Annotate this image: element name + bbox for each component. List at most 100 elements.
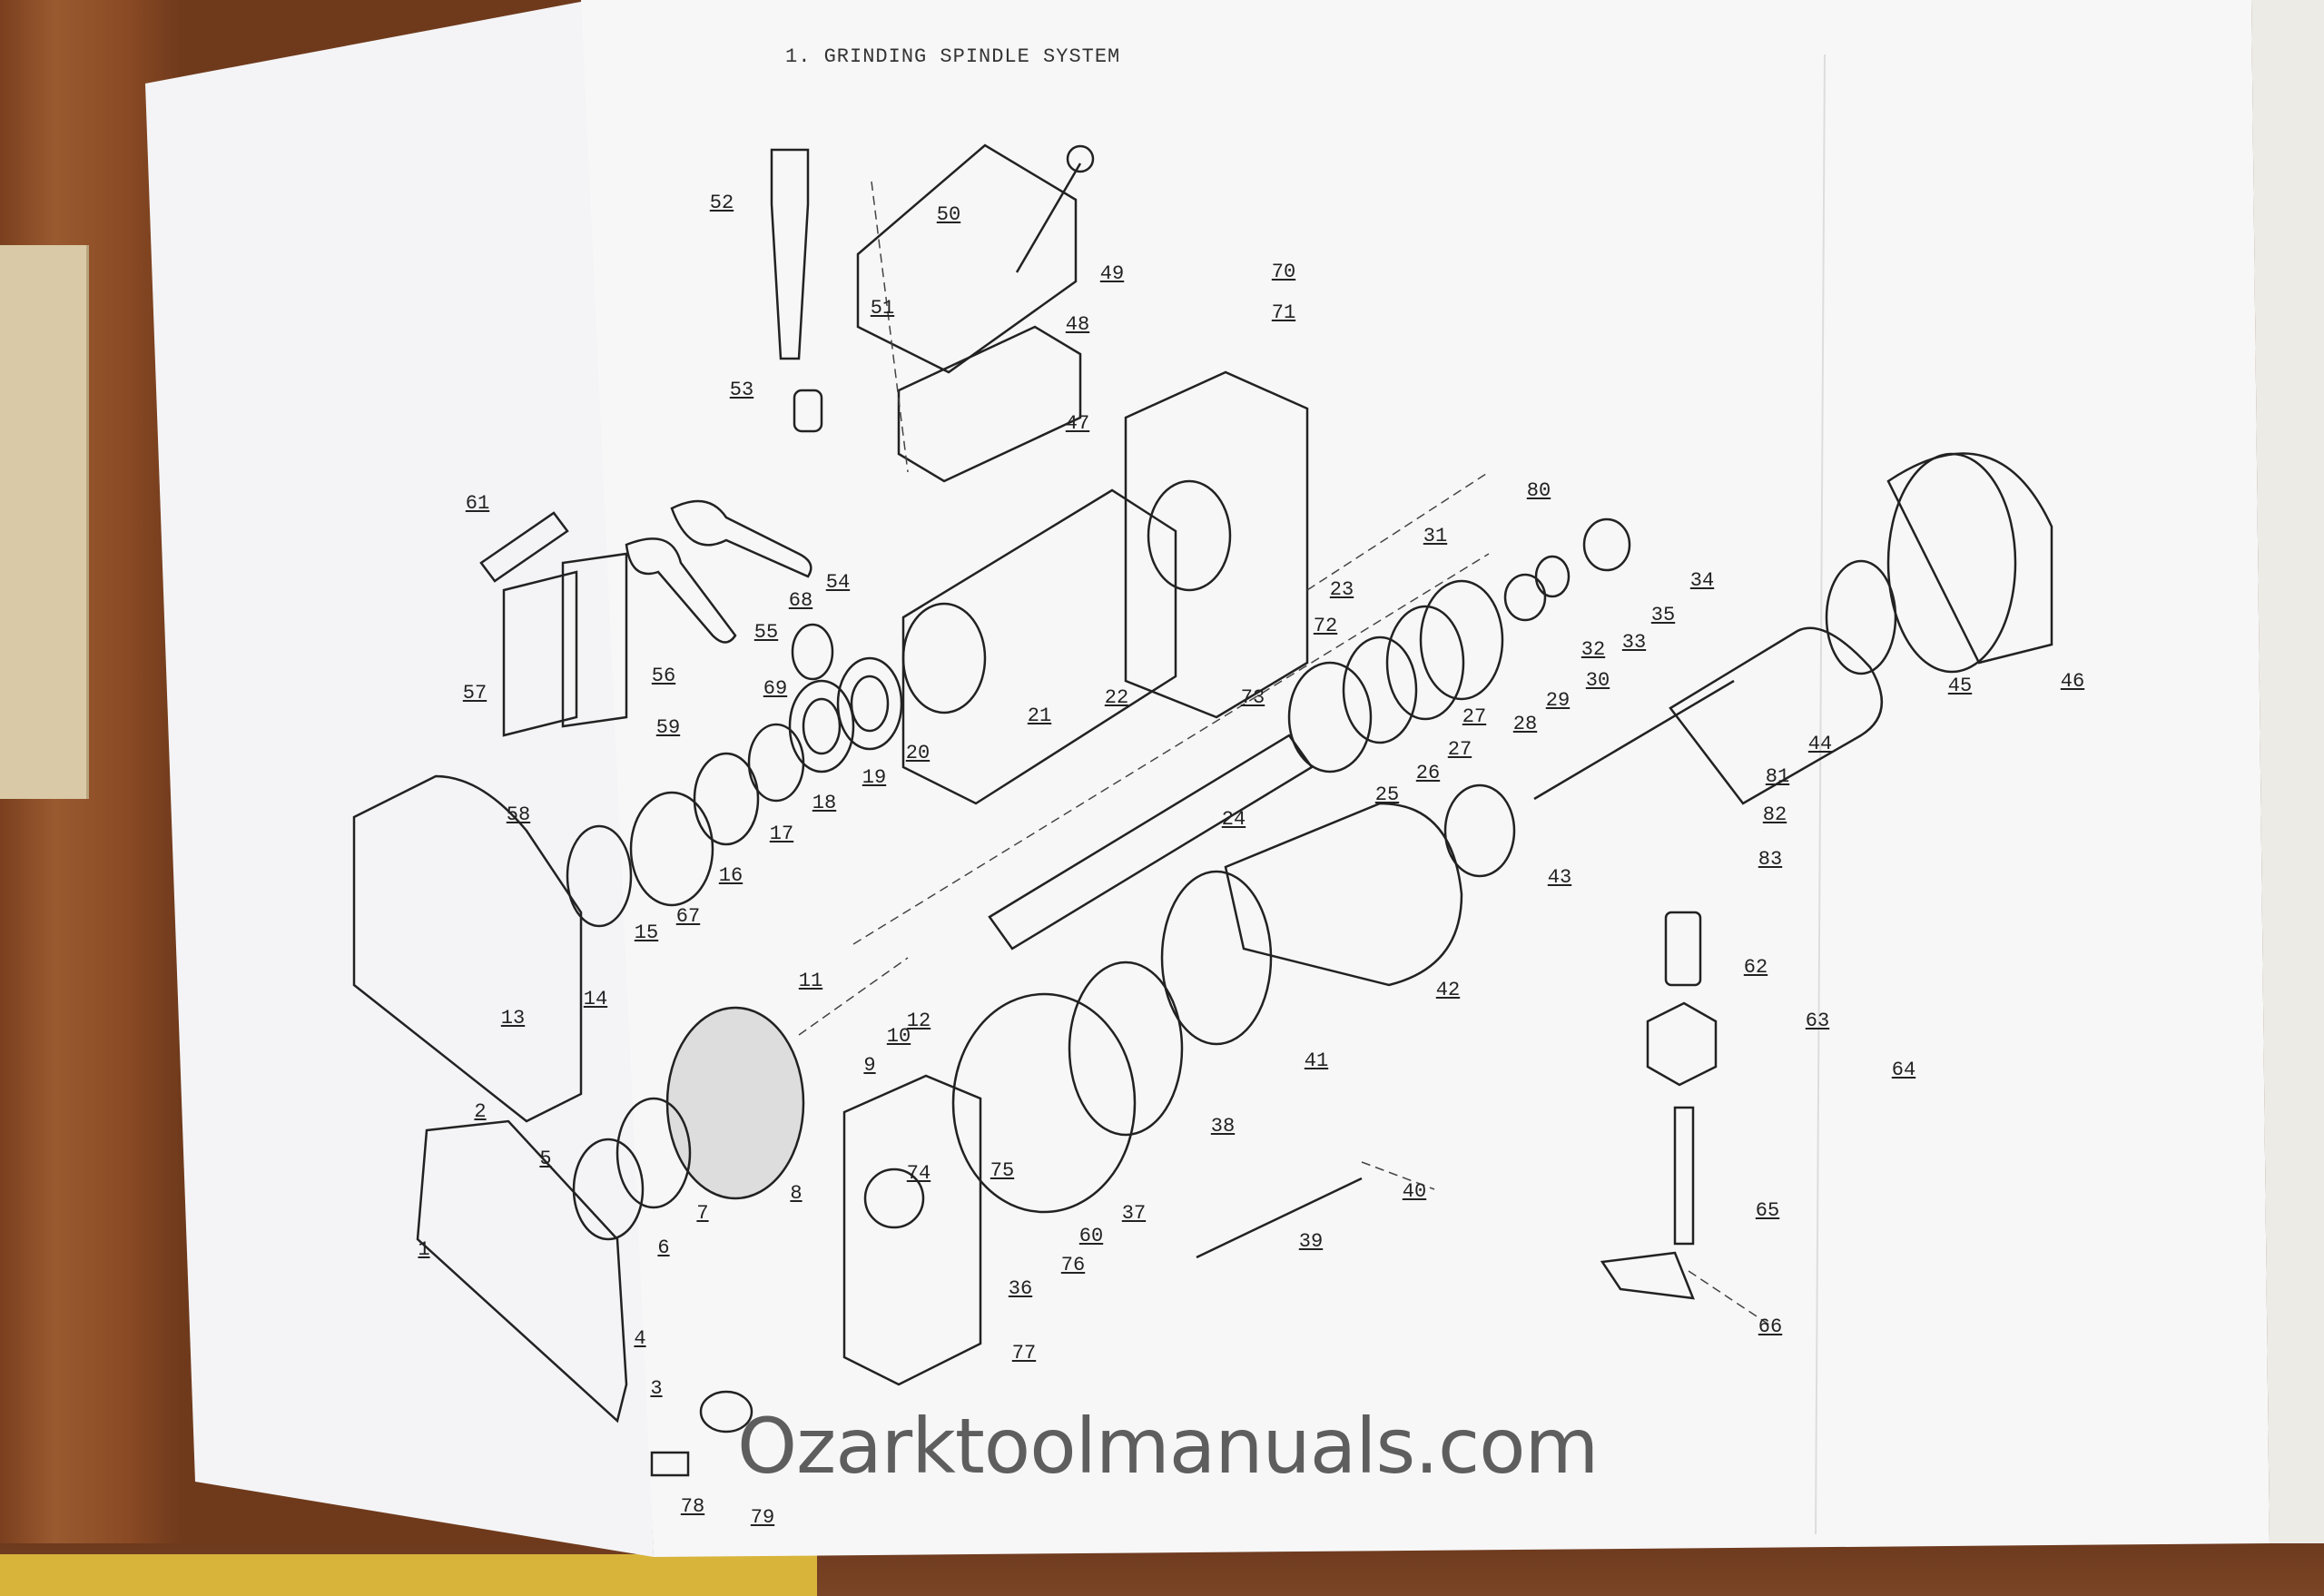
part-label: 22 [1104,686,1129,709]
part-label: 43 [1547,866,1572,889]
part-label: 19 [862,766,887,789]
part-label: 21 [1027,704,1052,727]
part-label: 61 [465,492,490,515]
part-label: 17 [769,823,794,845]
part-label: 67 [675,905,701,928]
part-label: 5 [539,1148,552,1170]
part-label: 15 [634,921,659,944]
part-label: 52 [709,192,734,214]
part-label: 82 [1762,803,1787,826]
part-52 [770,148,810,360]
part-label: 46 [2060,670,2085,693]
part-label: 26 [1415,762,1441,784]
part-label: 53 [729,379,754,401]
part-label: 29 [1545,689,1571,712]
part-label: 20 [905,742,931,764]
part-44 [1533,626,1884,805]
part-label: 76 [1060,1254,1086,1276]
part-label: 69 [763,677,788,700]
part-label: 13 [500,1007,526,1030]
part-label: 40 [1402,1180,1427,1203]
part-label: 50 [936,203,961,226]
part-label: 78 [680,1495,705,1518]
part-label: 2 [474,1100,487,1123]
part-label: 6 [657,1236,670,1259]
part-label: 45 [1947,675,1973,697]
part-label: 10 [886,1025,911,1048]
part-label: 58 [506,803,531,826]
part-label: 4 [634,1327,646,1350]
part-label: 83 [1758,848,1783,871]
part-label: 51 [870,297,895,320]
part-label: 56 [651,665,676,687]
part-label: 47 [1065,412,1090,435]
part-23 [1124,370,1309,719]
part-label: 1 [418,1238,430,1261]
part-label: 28 [1512,713,1538,735]
part-60 [842,1074,982,1386]
part-50 [856,143,1078,374]
part-label: 39 [1298,1230,1324,1253]
part-label: 73 [1240,686,1265,709]
part-label: 18 [812,792,837,814]
part-label: 79 [750,1506,775,1529]
part-label: 9 [863,1054,876,1077]
part-label: 41 [1304,1049,1329,1072]
part-label: 70 [1271,261,1296,283]
yellow-object [0,1554,817,1596]
part-label: 54 [825,571,851,594]
part-label: 8 [790,1182,803,1205]
part-label: 57 [462,682,487,704]
part-label: 34 [1689,569,1715,592]
part-label: 27 [1462,705,1487,728]
part-label: 66 [1758,1315,1783,1338]
part-label: 16 [718,864,743,887]
part-label: 77 [1011,1342,1037,1364]
part-label: 32 [1581,638,1606,661]
paper-right-edge [2251,0,2324,1543]
part-label: 25 [1374,783,1400,806]
part-label: 36 [1008,1277,1033,1300]
part-label: 63 [1805,1010,1830,1032]
part-label: 30 [1585,669,1610,692]
exploded-view-parts [352,143,2053,1477]
part-label: 81 [1765,765,1790,788]
part-label: 33 [1621,631,1647,654]
paper-sheet-left [145,0,654,1557]
part-label: 71 [1271,301,1296,324]
wood-plank [0,245,89,799]
part-label: 23 [1329,578,1354,601]
part-label: 68 [788,589,813,612]
part-14 [352,774,583,1123]
part-label: 12 [906,1010,931,1032]
part-label: 27 [1447,738,1472,761]
part-label: 14 [583,988,608,1010]
part-label: 35 [1650,604,1676,626]
part-label: 37 [1121,1202,1147,1225]
part-label: 38 [1210,1115,1236,1138]
part-21 [901,488,1177,805]
watermark: Ozarktoolmanuals.com [737,1402,1599,1491]
part-label: 44 [1807,733,1833,755]
part-label: 42 [1435,979,1461,1001]
part-label: 64 [1891,1059,1916,1081]
part-label: 48 [1065,313,1090,336]
part-label: 75 [990,1159,1015,1182]
part-label: 11 [798,970,823,992]
paper-sheet-main [581,0,2270,1557]
part-label: 49 [1099,262,1125,285]
part-label: 3 [650,1377,663,1400]
page-title: 1. GRINDING SPINDLE SYSTEM [785,45,1121,68]
part-label: 59 [655,716,681,739]
page-fold [1815,54,1826,1535]
part-label: 72 [1313,615,1338,637]
part-label: 7 [696,1202,709,1225]
part-label: 74 [906,1162,931,1185]
part-42 [1224,802,1463,987]
part-label: 24 [1221,808,1246,831]
part-label: 80 [1526,479,1551,502]
part-label: 60 [1078,1225,1104,1247]
part-label: 65 [1755,1199,1780,1222]
part-1 [416,1119,628,1424]
